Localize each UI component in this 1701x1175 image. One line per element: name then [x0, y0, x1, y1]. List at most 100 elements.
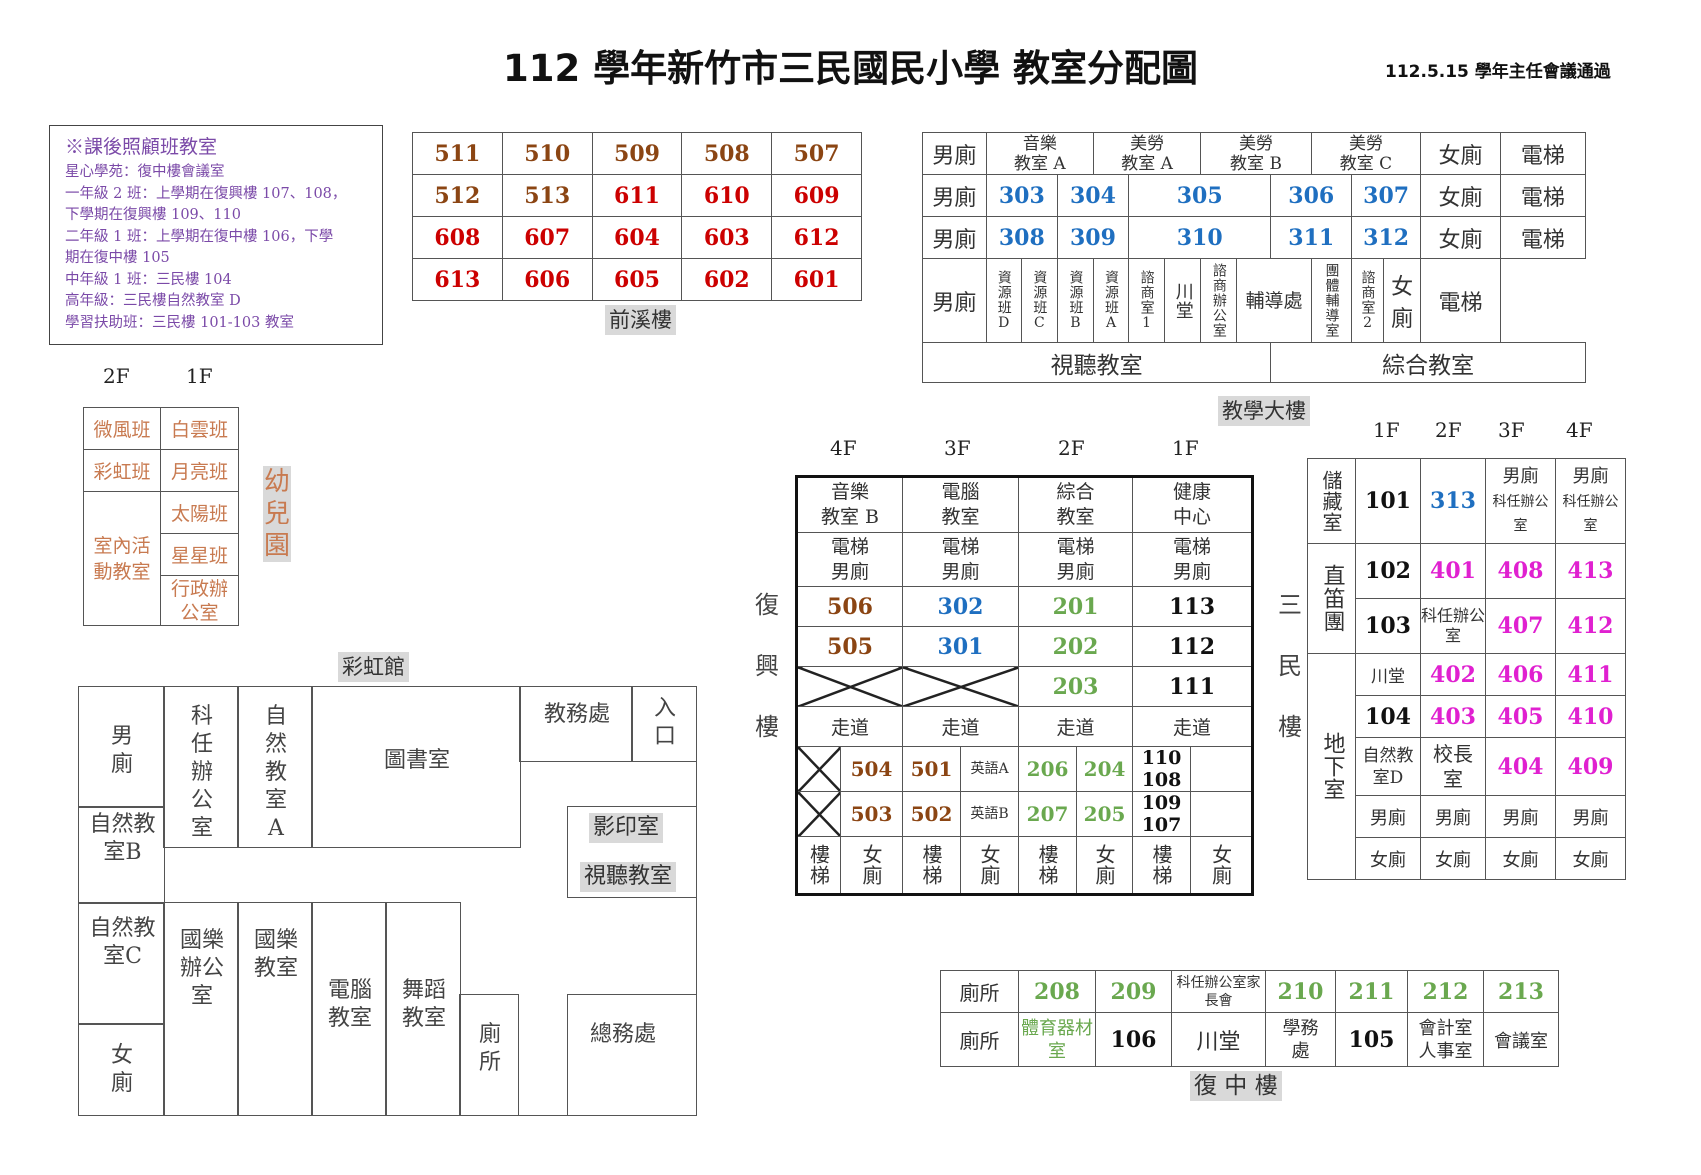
- room: 106: [1095, 1012, 1172, 1067]
- male-toilet: 男廁: [1485, 795, 1556, 838]
- room: 403: [1420, 695, 1486, 738]
- multi-room: 綜合教室: [1270, 342, 1586, 383]
- spacer: [1190, 791, 1254, 837]
- floor-label: 4F: [830, 436, 857, 460]
- health-center: 健康中心: [1132, 476, 1254, 533]
- room: 204: [1076, 746, 1134, 792]
- stairs: 樓梯: [902, 836, 962, 895]
- room: 112: [1132, 626, 1254, 667]
- female-toilet: 女廁: [1420, 174, 1501, 217]
- room: 209: [1095, 970, 1172, 1013]
- spacer: [1190, 746, 1254, 792]
- male-toilet: 男廁: [78, 686, 165, 808]
- library: 圖書室: [311, 686, 521, 848]
- multi-room: 綜合教室: [1018, 476, 1134, 533]
- note-line: 期在復中樓 105: [65, 250, 170, 266]
- room: 504: [839, 746, 904, 792]
- female-toilet: 女廁: [1382, 258, 1422, 343]
- corridor: 走道: [1018, 706, 1134, 747]
- room: 306: [1270, 174, 1353, 217]
- female-toilet: 女廁: [1420, 132, 1501, 175]
- room: 201: [1018, 586, 1134, 627]
- room: 210: [1265, 970, 1336, 1013]
- sanmin-building: 儲藏室 101 313 男廁科任辦公室 男廁科任辦公室 直笛團 102 401 …: [1307, 458, 1626, 880]
- floor-label: 1F: [186, 364, 213, 388]
- floor-label: 1F: [1373, 418, 1400, 442]
- corridor: 走道: [902, 706, 1020, 747]
- room: 610: [681, 174, 773, 217]
- female-toilet: 女廁: [1420, 216, 1501, 259]
- room: 206: [1018, 746, 1078, 792]
- room: 509: [591, 132, 683, 175]
- room: 605: [591, 258, 683, 301]
- page-title: 112 學年新竹市三民國民小學 教室分配圖: [503, 47, 1198, 90]
- room: 601: [771, 258, 862, 301]
- after-school-note: ※課後照顧班教室 星心學苑：復中樓會議室 一年級 2 班：上學期在復興樓 107…: [49, 125, 383, 345]
- note-line: 高年級：三民樓自然教室 D: [65, 293, 241, 309]
- room: 501: [902, 746, 962, 792]
- blocked-cell: [796, 791, 841, 837]
- female-toilet: 女廁: [1485, 837, 1556, 880]
- fuxing-building: 音樂教室 B 電腦教室 綜合教室 健康中心 電梯男廁 電梯男廁 電梯男廁 電梯男…: [795, 475, 1255, 896]
- chuantang: 川堂: [1355, 653, 1421, 696]
- class-moon: 月亮班: [160, 449, 239, 492]
- approval-note: 112.5.15 學年主任會議通過: [1385, 62, 1611, 82]
- principal-office: 校長室: [1420, 737, 1486, 796]
- english-room-a: 英語A: [960, 746, 1020, 792]
- room: 511: [412, 132, 503, 175]
- accounting-personnel: 會計室人事室: [1407, 1012, 1484, 1067]
- rainbow-label: 彩虹館: [338, 652, 409, 682]
- room: 508: [681, 132, 773, 175]
- room: 611: [591, 174, 683, 217]
- blocked-cell: [795, 666, 904, 707]
- room: 113: [1132, 586, 1254, 627]
- male-toilet: 男廁: [922, 132, 987, 175]
- room: 105: [1335, 1012, 1408, 1067]
- basement: 地下室: [1307, 653, 1356, 880]
- chuantang: 川堂: [1164, 258, 1202, 343]
- floor-label: 1F: [1172, 436, 1199, 460]
- room: 401: [1420, 543, 1486, 599]
- room: 413: [1555, 543, 1626, 599]
- storage-room: 儲藏室: [1307, 458, 1356, 544]
- toilet: 廁所: [459, 994, 519, 1116]
- room: 311: [1270, 216, 1353, 259]
- note-line: 學習扶助班：三民樓 101-103 教室: [65, 314, 294, 331]
- kindergarten-building: 微風班 白雲班 彩虹班 月亮班 室內活動教室 太陽班 星星班 行政辦公室: [83, 407, 239, 626]
- fuzhong-label: 復 中 樓: [1190, 1071, 1282, 1101]
- music-office: 國樂辦公室: [163, 902, 239, 1116]
- elevator: 電梯: [1499, 216, 1587, 259]
- elevator-toilet: 電梯男廁: [902, 532, 1020, 587]
- music-room-b: 音樂教室 B: [795, 476, 904, 533]
- floor-label: 4F: [1566, 418, 1593, 442]
- room: 212: [1407, 970, 1484, 1013]
- kindergarten-label: 幼兒園: [263, 466, 291, 562]
- room: 203: [1018, 666, 1134, 707]
- counsel-office: 諮商辦公室: [1200, 258, 1238, 343]
- copy-room: [567, 806, 697, 898]
- computer-room: 電腦教室: [902, 476, 1020, 533]
- room: 607: [501, 216, 593, 259]
- room: 307: [1351, 174, 1422, 217]
- teaching-building: 男廁 音樂教室 A 美勞教室 A 美勞教室 B 美勞教室 C 女廁 電梯 男廁 …: [921, 132, 1587, 383]
- art-room-c: 美勞教室 C: [1310, 132, 1422, 175]
- room: 411: [1555, 653, 1626, 696]
- room: 507: [771, 132, 862, 175]
- room: 404: [1485, 737, 1556, 796]
- toilet: 廁所: [940, 970, 1019, 1013]
- guidance-office: 輔導處: [1236, 258, 1312, 343]
- female-toilet: 女廁: [1355, 837, 1421, 880]
- male-toilet: 男廁: [922, 216, 987, 259]
- room: 205: [1076, 791, 1134, 837]
- room: 207: [1018, 791, 1078, 837]
- class-sun: 太陽班: [160, 491, 239, 534]
- room: 510: [501, 132, 593, 175]
- room: 101: [1355, 458, 1421, 544]
- computer-room: 電腦教室: [311, 902, 387, 1116]
- room: 405: [1485, 695, 1556, 738]
- note-line: 中年級 1 班：三民樓 104: [65, 271, 232, 288]
- room: 608: [412, 216, 503, 259]
- counsel-room-1: 諮商室1: [1128, 258, 1166, 343]
- female-toilet: 女廁: [839, 836, 904, 895]
- stairs: 樓梯: [1018, 836, 1078, 895]
